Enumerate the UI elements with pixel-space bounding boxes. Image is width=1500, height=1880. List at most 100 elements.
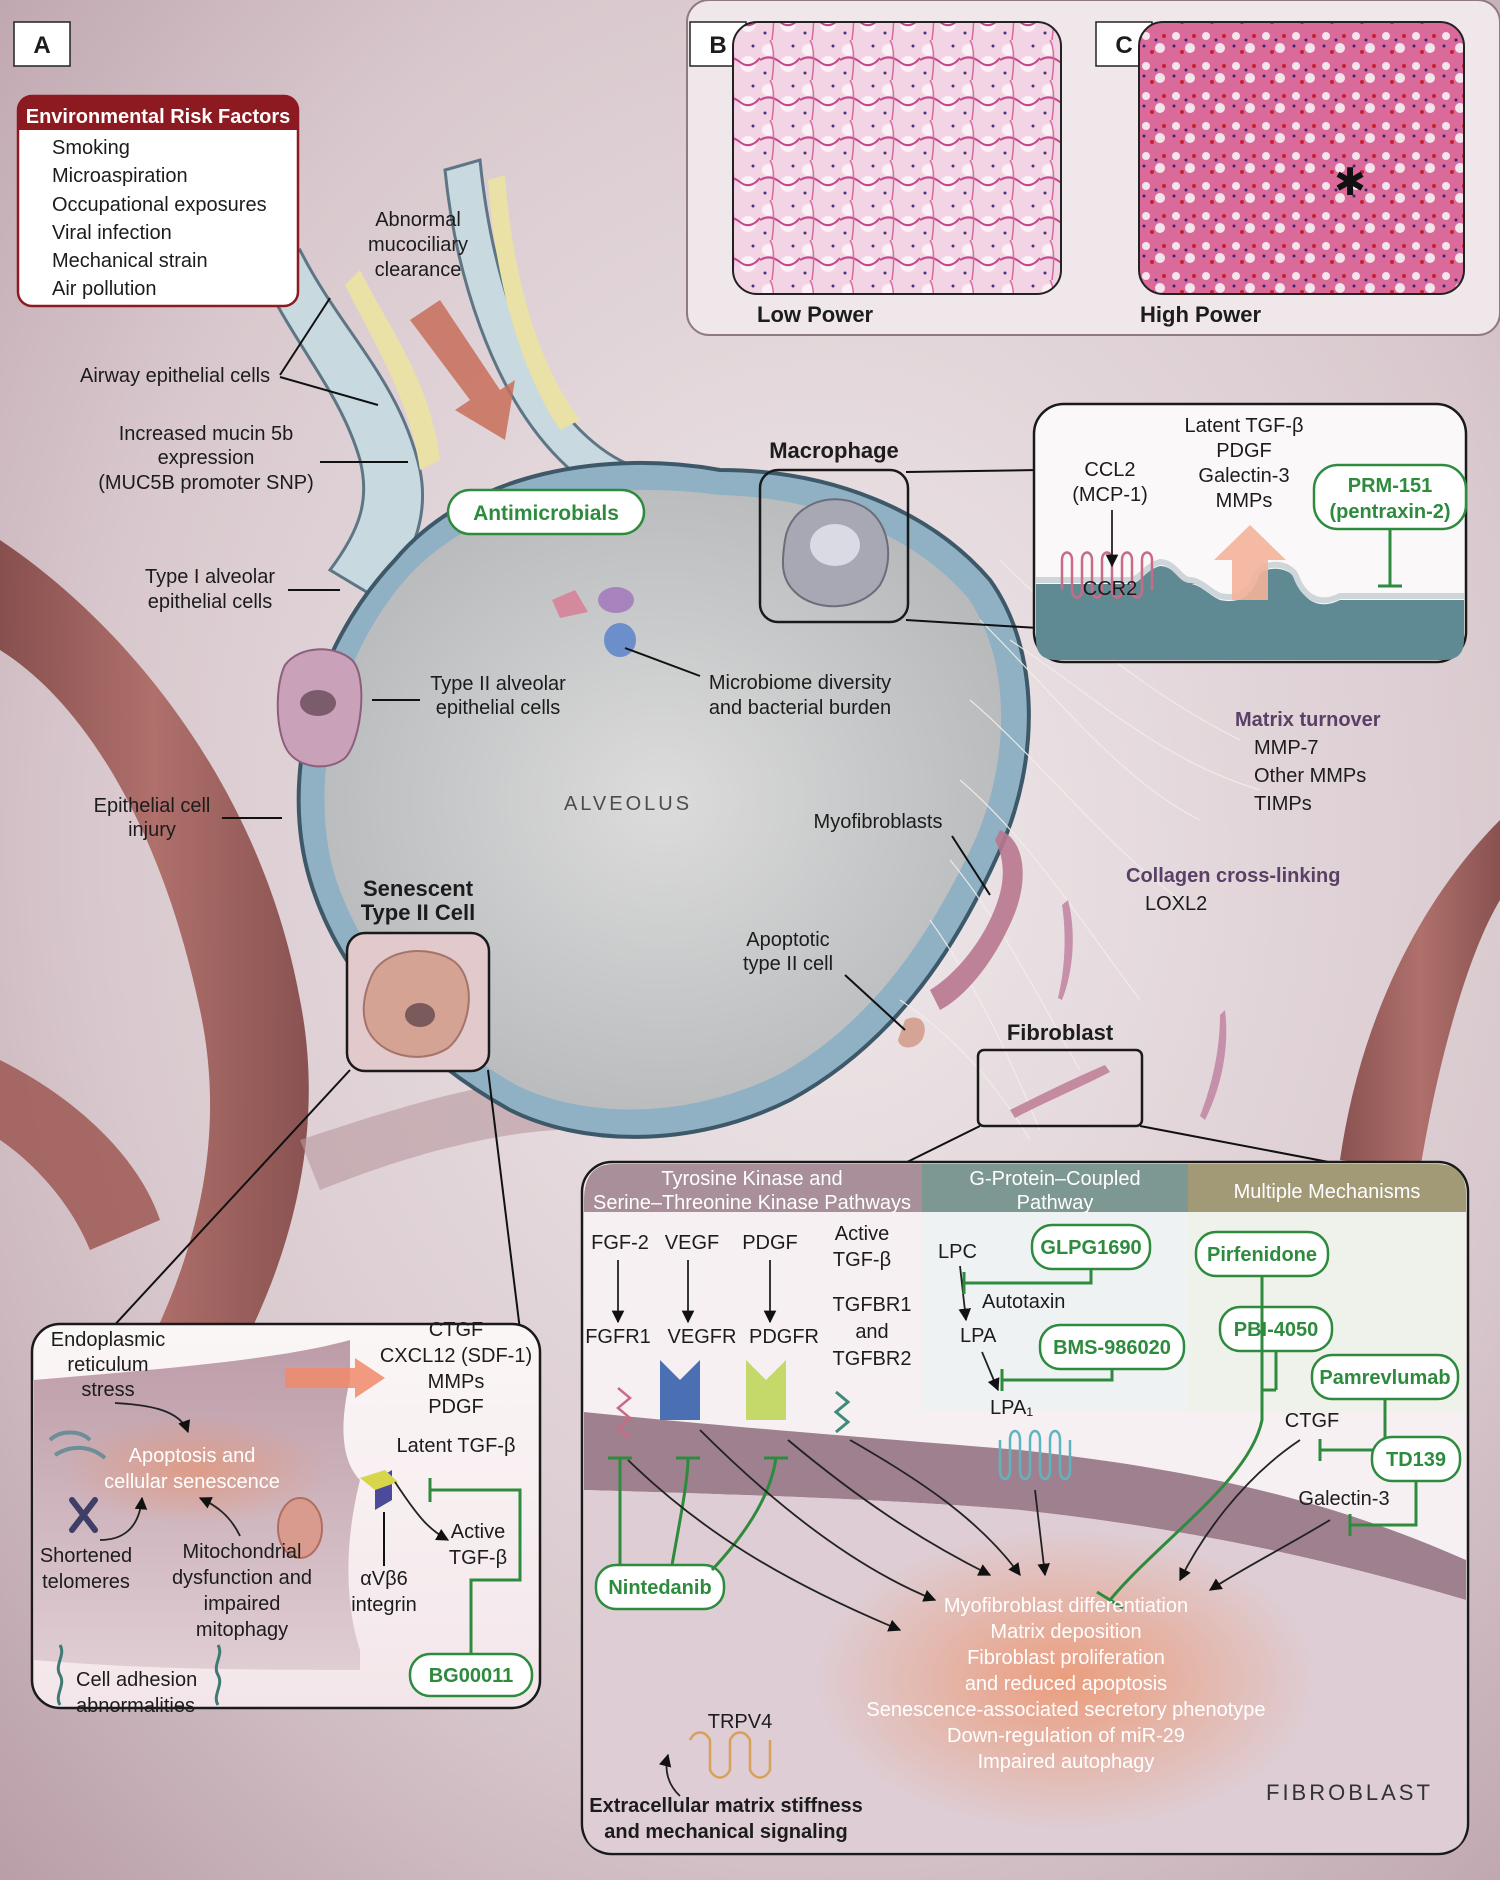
adhesion-icon-1: [56, 1644, 64, 1706]
fibroblast-box: [976, 1048, 1144, 1128]
nintedanib-label: Nintedanib: [608, 1577, 711, 1599]
ligand-label: PDGF: [742, 1232, 798, 1254]
header-multi: Multiple Mechanisms: [1234, 1181, 1421, 1203]
signal-arrow-1: [627, 1459, 902, 1632]
outcome-item: Impaired autophagy: [978, 1751, 1155, 1773]
ecm-label-2: and mechanical signaling: [604, 1821, 847, 1843]
tgfbr-label-3: TGFBR2: [833, 1348, 912, 1370]
signal-arrow-3: [787, 1439, 992, 1576]
panel-a-label: A: [33, 32, 50, 59]
ccr2-receptor: [1060, 551, 1154, 599]
ligand-label: VEGF: [665, 1232, 719, 1254]
prm151-label-1: PRM-151: [1348, 475, 1432, 497]
senescent-inset-leader-2: [487, 1069, 521, 1331]
microbiome-label-2: and bacterial burden: [709, 697, 891, 719]
secreted-item: CTGF: [429, 1319, 483, 1341]
trpv4-label: TRPV4: [708, 1711, 772, 1733]
secretion-arrow: [285, 1358, 385, 1398]
myofibroblast-cells: [930, 830, 1023, 1010]
active-tgf-label-1: Active: [451, 1521, 505, 1543]
lpc-label: LPC: [938, 1241, 977, 1263]
glpg1690-pill: [1030, 1223, 1152, 1271]
matrix-item: TIMPs: [1254, 793, 1312, 815]
receptor-label: PDGFR: [749, 1326, 819, 1348]
outcome-item: Senescence-associated secretory phenotyp…: [866, 1699, 1265, 1721]
spindle-cell-1: [1058, 900, 1073, 1000]
td139-pill: [1370, 1435, 1462, 1483]
mucus-layer-left: [345, 270, 440, 470]
glpg-inhibition: [962, 1270, 1093, 1294]
fibroblast-label: Fibroblast: [1007, 1020, 1114, 1045]
macrophage-inset-leader-1: [905, 469, 1039, 473]
adhesion-icon-2: [214, 1644, 222, 1706]
outcome-glow: [816, 1530, 1316, 1830]
matrix-item: Other MMPs: [1254, 765, 1366, 787]
lpa1-receptor: [998, 1429, 1072, 1481]
type2-label-1: Type II alveolar: [430, 673, 566, 695]
nintedanib-pill: [594, 1563, 726, 1611]
pamrevlumab-label: Pamrevlumab: [1319, 1367, 1450, 1389]
telomeres-label-2: telomeres: [42, 1571, 130, 1593]
high-power-label: High Power: [1140, 302, 1261, 327]
risk-item: Air pollution: [52, 278, 157, 300]
adhesion-label-1: Cell adhesion: [76, 1669, 197, 1691]
blood-vessel-left: [0, 540, 309, 1420]
alveolus-lumen: [324, 489, 1002, 1110]
pirfenidone-pill: [1194, 1230, 1330, 1278]
er-label-2: reticulum: [67, 1354, 148, 1376]
bms-inhibition: [1000, 1369, 1114, 1391]
trpv4-channel: [688, 1731, 772, 1779]
nintedanib-inhibition-1: [608, 1456, 632, 1565]
myofibroblasts-leader: [951, 835, 991, 896]
antimicrobials-pill: [446, 488, 646, 536]
macrophage-label: Macrophage: [769, 438, 899, 463]
secreted-item: MMPs: [428, 1371, 485, 1393]
macrophage-box: [758, 468, 910, 624]
er-label-3: stress: [81, 1379, 134, 1401]
apoptotic-leader: [844, 974, 906, 1031]
fibroblast-inset-label: FIBROBLAST: [1266, 1780, 1433, 1805]
outcome-item: Fibroblast proliferation: [967, 1647, 1165, 1669]
signal-arrow-4: [849, 1439, 1021, 1577]
type2-cell: [276, 648, 363, 768]
ccl2-label-2: (MCP-1): [1072, 484, 1148, 506]
bms986020-pill: [1038, 1323, 1186, 1371]
bms986020-label: BMS-986020: [1053, 1337, 1171, 1359]
er-label-1: Endoplasmic: [51, 1329, 166, 1351]
muc5b-label-3: (MUC5B promoter SNP): [98, 472, 314, 494]
macro-factor: Galectin-3: [1198, 465, 1289, 487]
header-gpcr-1: G-Protein–Coupled: [969, 1168, 1140, 1190]
outcome-item: Matrix deposition: [990, 1621, 1141, 1643]
loxl2-label: LOXL2: [1145, 893, 1207, 915]
high-power-micrograph: [1138, 21, 1465, 295]
myofibroblasts-label: Myofibroblasts: [814, 811, 943, 833]
prm151-pill: [1312, 463, 1468, 531]
vegfr-receptor: [660, 1360, 700, 1420]
apoptotic-label-1: Apoptotic: [746, 929, 829, 951]
microbes: [552, 587, 636, 657]
matrix-item: MMP-7: [1254, 737, 1318, 759]
tgfbr-receptor: [833, 1390, 851, 1434]
mito-label-3: impaired: [204, 1593, 281, 1615]
low-power-micrograph: [732, 21, 1062, 295]
mucus-layer-right: [488, 175, 580, 430]
injury-label-1: Epithelial cell: [94, 795, 211, 817]
active-tgf-fib-2: TGF-β: [833, 1249, 891, 1271]
active-tgf-fib-1: Active: [835, 1223, 889, 1245]
risk-item: Smoking: [52, 137, 130, 159]
outcome-item: and reduced apoptosis: [965, 1673, 1167, 1695]
ctgf-fib-label: CTGF: [1285, 1410, 1339, 1432]
ccr2-label: CCR2: [1083, 578, 1137, 600]
pdgfr-receptor: [746, 1360, 786, 1420]
senescent-inset: [30, 1322, 542, 1710]
apoptotic-label-2: type II cell: [743, 953, 833, 975]
macrophage-cell: [758, 468, 910, 624]
integrin-label-2: integrin: [351, 1594, 417, 1616]
microbiome-label-1: Microbiome diversity: [709, 672, 891, 694]
mucociliary-arrow: [410, 300, 515, 440]
risk-item: Microaspiration: [52, 165, 188, 187]
fibroblast-cell: [976, 1048, 1144, 1128]
muc5b-label-2: expression: [158, 447, 255, 469]
ecm-label-1: Extracellular matrix stiffness: [589, 1795, 862, 1817]
pamrevlumab-pill: [1310, 1353, 1460, 1401]
